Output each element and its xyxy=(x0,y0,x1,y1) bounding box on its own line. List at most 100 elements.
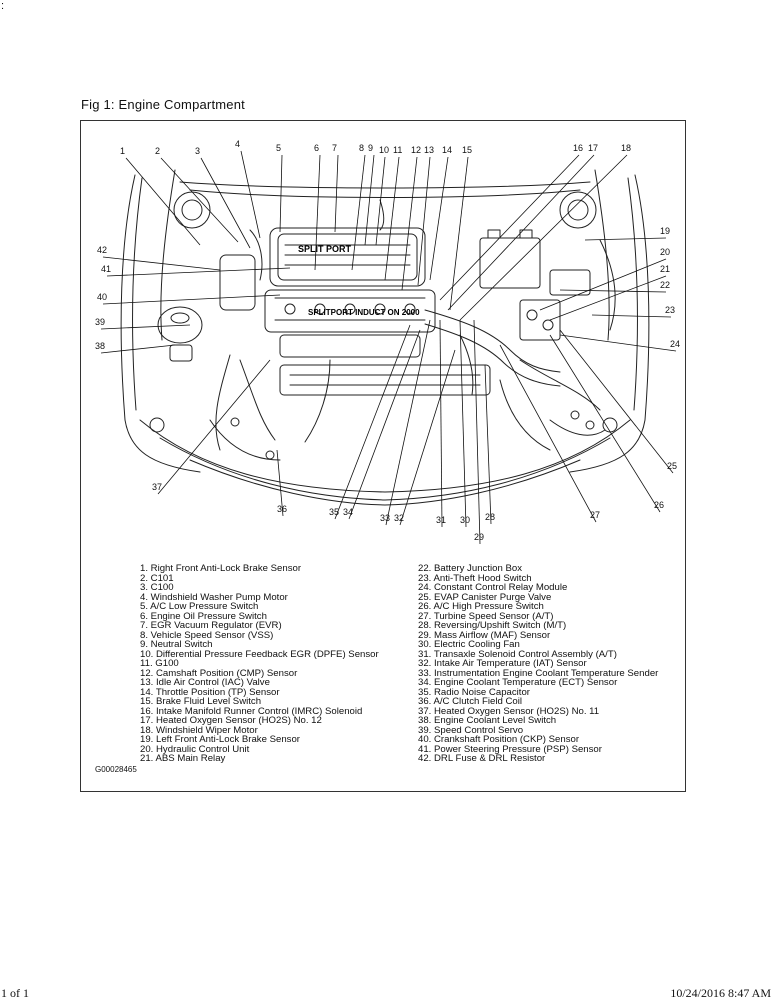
callout-number: 2 xyxy=(155,146,160,156)
coolant-reservoir xyxy=(157,306,203,344)
legend-item: 29. Mass Airflow (MAF) Sensor xyxy=(418,629,551,641)
legend-item: 6. Engine Oil Pressure Switch xyxy=(140,610,267,622)
callout-leader-line xyxy=(473,319,481,545)
callout-number: 39 xyxy=(95,317,105,327)
figure-frame xyxy=(80,120,686,792)
callout-leader-line xyxy=(459,319,467,528)
callout-leader-line xyxy=(102,294,281,305)
body-outline xyxy=(120,174,201,473)
legend-item: 26. A/C High Pressure Switch xyxy=(418,601,544,612)
callout-leader-line xyxy=(447,154,595,311)
callout-leader-line xyxy=(125,157,201,246)
legend-item: 11. G100 xyxy=(140,658,179,669)
legend-item: 19. Left Front Anti-Lock Brake Sensor xyxy=(140,734,300,745)
callout-leader-line xyxy=(499,344,597,523)
legend-item: 22. Battery Junction Box xyxy=(418,563,522,574)
callout-leader-line xyxy=(439,319,443,528)
callout-number: 27 xyxy=(590,510,600,520)
callout-number: 7 xyxy=(332,143,337,153)
callout-number: 21 xyxy=(660,264,670,274)
figure-code: G00028465 xyxy=(95,765,137,774)
print-timestamp: 10/24/2016 8:47 AM xyxy=(670,986,771,1000)
intake-manifold xyxy=(264,289,436,333)
callout-number: 17 xyxy=(588,143,598,153)
legend-item: 34. Engine Coolant Temperature (ECT) Sen… xyxy=(418,677,618,688)
legend-item: 16. Intake Manifold Runner Control (IMRC… xyxy=(140,705,363,717)
legend-item: 36. A/C Clutch Field Coil xyxy=(418,696,522,707)
callout-number: 3 xyxy=(195,146,200,156)
callout-leader-line xyxy=(279,154,283,233)
page-number: 1 of 1 xyxy=(1,986,29,1000)
legend-item: 20. Hydraulic Control Unit xyxy=(140,743,250,755)
callout-leader-line xyxy=(157,359,271,495)
callout-number: 10 xyxy=(379,145,389,155)
callout-leader-line xyxy=(348,329,421,520)
callout-number: 40 xyxy=(97,292,107,302)
callout-number: 32 xyxy=(394,513,404,523)
legend-item: 17. Heated Oxygen Sensor (HO2S) No. 12 xyxy=(140,715,322,726)
battery xyxy=(479,237,541,289)
legend-item: 27. Turbine Speed Sensor (A/T) xyxy=(418,610,554,622)
legend-item: 35. Radio Noise Capacitor xyxy=(418,686,530,698)
washer-reservoir xyxy=(219,254,256,311)
callout-number: 38 xyxy=(95,341,105,351)
callout-number: 31 xyxy=(436,515,446,525)
callout-leader-line xyxy=(401,156,418,291)
callout-leader-line xyxy=(384,156,400,281)
cowl xyxy=(179,181,591,189)
callout-number: 5 xyxy=(276,143,281,153)
legend-item: 40. Crankshaft Position (CKP) Sensor xyxy=(418,734,580,745)
callout-leader-line xyxy=(351,154,366,271)
legend-item: 3. C100 xyxy=(140,582,174,593)
callout-leader-line xyxy=(584,237,667,241)
callout-number: 18 xyxy=(621,143,631,153)
callout-leader-line xyxy=(559,289,667,293)
callout-number: 35 xyxy=(329,507,339,517)
callout-number: 20 xyxy=(660,247,670,257)
callout-number: 29 xyxy=(474,532,484,542)
legend-item: 21. ABS Main Relay xyxy=(140,753,226,764)
callout-leader-line xyxy=(100,324,191,330)
legend-item: 30. Electric Cooling Fan xyxy=(418,639,520,650)
legend-item: 41. Power Steering Pressure (PSP) Sensor xyxy=(418,743,602,755)
callout-number: 12 xyxy=(411,145,421,155)
legend-item: 8. Vehicle Speed Sensor (VSS) xyxy=(140,629,274,641)
callout-number: 41 xyxy=(101,264,111,274)
legend-item: 2. C101 xyxy=(140,572,174,584)
legend-item: 38. Engine Coolant Level Switch xyxy=(418,715,557,726)
callout-leader-line xyxy=(106,267,291,277)
callout-leader-line xyxy=(591,314,672,318)
callout-leader-line xyxy=(539,258,667,311)
callout-number: 14 xyxy=(442,145,452,155)
callout-leader-line xyxy=(449,156,469,311)
legend-item: 14. Throttle Position (TP) Sensor xyxy=(140,686,280,698)
legend-item: 18. Windshield Wiper Motor xyxy=(140,724,258,736)
callout-number: 9 xyxy=(368,143,373,153)
callout-leader-line xyxy=(459,154,628,321)
legend-item: 7. EGR Vacuum Regulator (EVR) xyxy=(140,620,282,631)
callout-leader-line xyxy=(417,156,431,286)
callout-leader-line xyxy=(549,334,661,513)
callout-number: 33 xyxy=(380,513,390,523)
intake-brand: SPLITPORT INDUCT ON 2000 xyxy=(308,308,420,317)
callout-number: 8 xyxy=(359,143,364,153)
legend-item: 1. Right Front Anti-Lock Brake Sensor xyxy=(140,563,302,574)
legend-item: 32. Intake Air Temperature (IAT) Sensor xyxy=(418,658,587,669)
callout-leader-line xyxy=(375,156,386,246)
callout-leader-line xyxy=(314,154,321,271)
callout-number: 13 xyxy=(424,145,434,155)
legend-item: 33. Instrumentation Engine Coolant Tempe… xyxy=(418,667,659,679)
callout-leader-line xyxy=(276,449,284,517)
callout-number: 37 xyxy=(152,482,162,492)
legend-item: 10. Differential Pressure Feedback EGR (… xyxy=(140,648,379,660)
legend-item: 31. Transaxle Solenoid Control Assembly … xyxy=(418,648,617,660)
callout-number: 15 xyxy=(462,145,472,155)
callout-number: 16 xyxy=(573,143,583,153)
legend-item: 5. A/C Low Pressure Switch xyxy=(140,601,259,612)
legend-item: 23. Anti-Theft Hood Switch xyxy=(418,572,532,584)
callout-number: 24 xyxy=(670,339,680,349)
callout-leader-line xyxy=(334,154,339,233)
